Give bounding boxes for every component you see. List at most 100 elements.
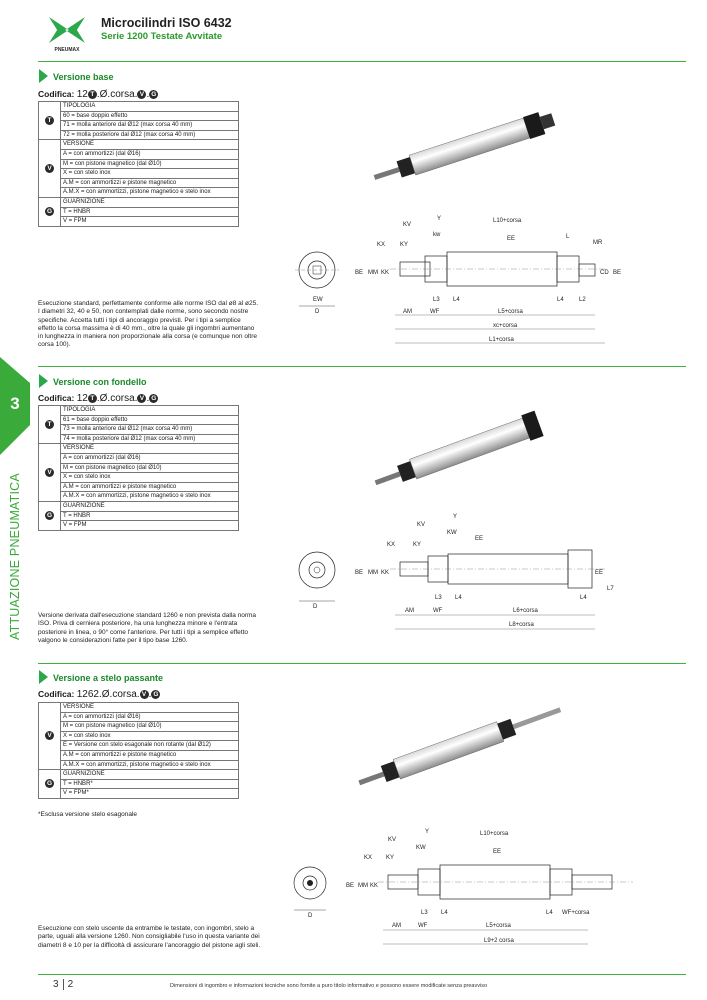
chapter-number: 3 (0, 383, 30, 425)
versione-icon: V (137, 90, 147, 100)
svg-text:L9+2 corsa: L9+2 corsa (484, 938, 515, 944)
svg-text:KX: KX (377, 242, 385, 248)
svg-text:EE: EE (475, 536, 483, 542)
svg-text:L4: L4 (580, 595, 587, 601)
svg-text:KK: KK (370, 883, 378, 889)
section-arrow-icon (39, 670, 48, 684)
svg-text:KX: KX (387, 542, 395, 548)
svg-text:MM: MM (368, 570, 378, 576)
svg-text:L3: L3 (433, 297, 440, 303)
cylinder-photo-fondello (374, 410, 544, 486)
note-fondello: Versione derivata dall'esecuzione standa… (38, 612, 257, 644)
cylinder-photo-base (373, 112, 556, 180)
svg-text:KY: KY (386, 855, 394, 861)
header-title: Microcilindri ISO 6432 (101, 16, 232, 30)
header-subtitle: Serie 1200 Testate Avvitate (101, 31, 223, 42)
versione-icon: V (137, 394, 147, 404)
svg-text:EE: EE (595, 570, 603, 576)
svg-text:D: D (313, 604, 318, 610)
svg-text:kw: kw (433, 232, 441, 238)
section-title-passante: Versione a stelo passante (53, 673, 164, 683)
svg-text:L7: L7 (607, 586, 614, 592)
svg-text:EE: EE (493, 849, 501, 855)
svg-text:BE: BE (355, 570, 363, 576)
drawing-base: EW D Y KV L10+corsa kw EE L KX KY MR BE … (295, 216, 621, 344)
svg-text:L4: L4 (455, 595, 462, 601)
svg-text:KV: KV (388, 837, 396, 843)
svg-text:D: D (315, 309, 320, 315)
guarnizione-icon: G (151, 690, 161, 700)
svg-text:WF: WF (418, 923, 428, 929)
svg-text:KY: KY (400, 242, 408, 248)
svg-text:Y: Y (425, 829, 429, 835)
svg-text:EW: EW (313, 297, 323, 303)
svg-text:L10+corsa: L10+corsa (480, 831, 509, 837)
note-passante: Esecuzione con stelo uscente da entrambe… (38, 925, 261, 949)
note-base: Esecuzione standard, perfettamente confo… (38, 300, 259, 349)
svg-text:L2: L2 (579, 297, 586, 303)
versione-icon: V (45, 163, 54, 173)
svg-text:L6+corsa: L6+corsa (513, 608, 539, 614)
side-tab-corner (0, 357, 30, 383)
svg-text:KW: KW (416, 845, 426, 851)
drawing-fondello: D Y KV KW KX KY EE BE MM KK EE L7 L3 L4 … (298, 514, 614, 630)
svg-text:KK: KK (381, 270, 389, 276)
svg-text:MM: MM (358, 883, 368, 889)
svg-text:CD: CD (600, 270, 609, 276)
svg-text:AM: AM (405, 608, 414, 614)
svg-text:BE: BE (346, 883, 354, 889)
section-title-base: Versione base (53, 72, 114, 82)
tipologia-icon: T (45, 115, 54, 125)
svg-text:L5+corsa: L5+corsa (486, 923, 512, 929)
svg-text:BE: BE (613, 270, 621, 276)
svg-text:L1+corsa: L1+corsa (489, 337, 515, 343)
svg-text:xc+corsa: xc+corsa (493, 323, 518, 329)
svg-text:L4: L4 (453, 297, 460, 303)
svg-text:WF: WF (430, 309, 440, 315)
guarnizione-icon: G (45, 779, 54, 789)
svg-text:L5+corsa: L5+corsa (498, 309, 524, 315)
svg-text:KV: KV (403, 222, 411, 228)
svg-text:L4: L4 (557, 297, 564, 303)
section-title-fondello: Versione con fondello (53, 377, 147, 387)
svg-text:WF+corsa: WF+corsa (562, 910, 590, 916)
versione-icon: V (45, 467, 54, 477)
svg-text:L4: L4 (441, 910, 448, 916)
side-tab-bottom-corner (0, 425, 30, 455)
svg-text:L3: L3 (435, 595, 442, 601)
svg-text:KY: KY (413, 542, 421, 548)
guarnizione-icon: G (149, 394, 159, 404)
drawing-passante: D Y KV L10+corsa KW EE KX KY BE MM KK L3… (293, 829, 633, 945)
versione-icon: V (45, 731, 54, 741)
svg-text:KK: KK (381, 570, 389, 576)
versione-icon: V (139, 690, 149, 700)
svg-text:AM: AM (392, 923, 401, 929)
svg-text:Y: Y (437, 216, 441, 222)
svg-text:L4: L4 (546, 910, 553, 916)
svg-text:L8+corsa: L8+corsa (509, 622, 535, 628)
chapter-label: ATTUAZIONE PNEUMATICA (8, 473, 22, 640)
code-line-passante: Codifica: 1262.Ø.corsa.V.G (38, 689, 161, 700)
pneumax-logo: PNEUMAX (39, 15, 95, 53)
svg-text:KX: KX (364, 855, 372, 861)
svg-text:AM: AM (403, 309, 412, 315)
svg-text:Y: Y (453, 514, 457, 520)
svg-text:L10+corsa: L10+corsa (493, 218, 522, 224)
section-arrow-icon (39, 69, 48, 83)
svg-text:MM: MM (368, 270, 378, 276)
svg-text:KV: KV (417, 522, 425, 528)
guarnizione-icon: G (45, 206, 54, 216)
svg-text:L3: L3 (421, 910, 428, 916)
section-arrow-icon (39, 374, 48, 388)
cylinder-photo-passante (358, 707, 562, 786)
guarnizione-icon: G (149, 90, 159, 100)
svg-text:EE: EE (507, 236, 515, 242)
footer-disclaimer: Dimensioni di ingombro e informazioni te… (170, 983, 488, 989)
svg-text:D: D (308, 913, 313, 919)
svg-text:BE: BE (355, 270, 363, 276)
star-note: *Esclusa versione stelo esagonale (38, 811, 138, 818)
